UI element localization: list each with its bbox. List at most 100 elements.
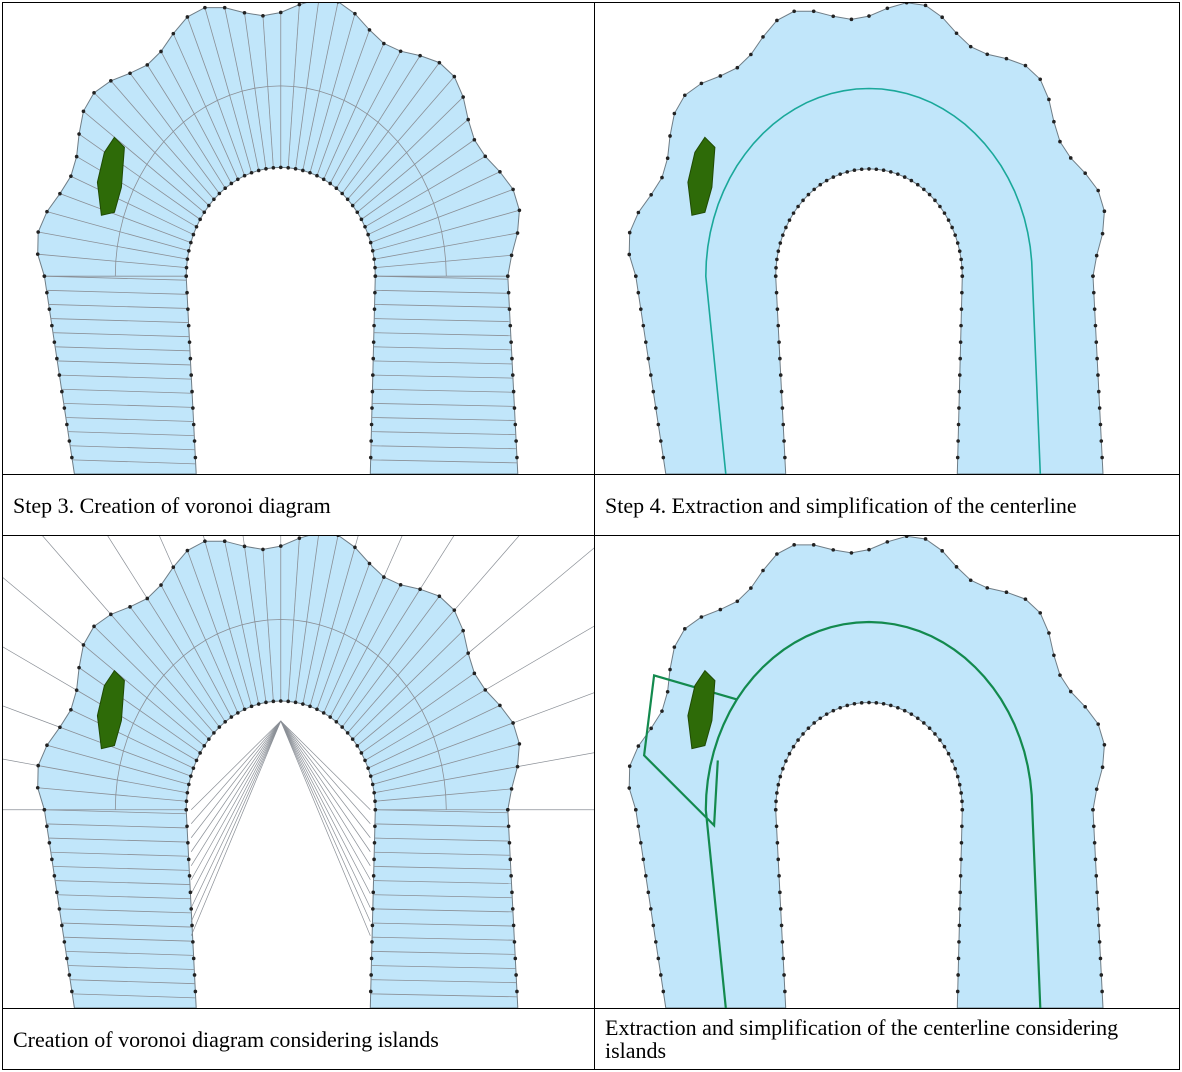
boundary-point xyxy=(662,456,666,460)
boundary-point xyxy=(185,799,189,803)
boundary-point xyxy=(286,166,290,170)
boundary-point xyxy=(60,390,64,394)
boundary-point xyxy=(777,783,781,787)
boundary-point xyxy=(264,701,268,705)
boundary-point xyxy=(370,940,374,944)
boundary-point xyxy=(1099,439,1103,443)
boundary-point xyxy=(203,539,207,543)
boundary-point xyxy=(77,666,81,670)
panel-centerline xyxy=(594,2,1180,476)
boundary-point xyxy=(372,324,376,328)
boundary-point xyxy=(1093,841,1097,845)
boundary-point xyxy=(958,357,962,361)
boundary-point xyxy=(366,233,370,237)
boundary-point xyxy=(642,858,646,862)
boundary-point xyxy=(955,565,959,569)
boundary-point xyxy=(189,907,193,911)
boundary-point xyxy=(371,907,375,911)
boundary-point xyxy=(662,990,666,994)
boundary-point xyxy=(223,720,227,724)
boundary-point xyxy=(340,725,344,729)
voronoi-edge xyxy=(3,536,83,645)
boundary-point xyxy=(812,543,816,547)
boundary-point xyxy=(649,373,653,377)
voronoi-edge xyxy=(281,721,371,936)
boundary-point xyxy=(483,688,487,692)
boundary-point xyxy=(783,456,787,460)
boundary-point xyxy=(886,540,890,544)
boundary-point xyxy=(1069,690,1073,694)
boundary-point xyxy=(368,562,372,566)
river-water xyxy=(38,3,520,474)
boundary-point xyxy=(513,940,517,944)
boundary-point xyxy=(498,170,502,174)
boundary-point xyxy=(853,702,857,706)
boundary-point xyxy=(845,170,849,174)
boundary-point xyxy=(825,712,829,716)
boundary-point xyxy=(777,340,781,344)
boundary-point xyxy=(775,258,779,262)
boundary-point xyxy=(761,569,765,573)
boundary-point xyxy=(781,957,785,961)
boundary-point xyxy=(184,274,188,278)
boundary-point xyxy=(369,990,373,994)
boundary-point xyxy=(36,786,40,790)
boundary-point xyxy=(654,940,658,944)
boundary-point xyxy=(510,357,514,361)
boundary-point xyxy=(1098,940,1102,944)
boundary-point xyxy=(700,82,704,86)
boundary-point xyxy=(194,456,198,460)
boundary-point xyxy=(373,799,377,803)
boundary-point xyxy=(369,973,373,977)
boundary-point xyxy=(896,172,900,176)
boundary-point xyxy=(1099,973,1103,977)
boundary-point xyxy=(70,990,74,994)
boundary-point xyxy=(652,924,656,928)
boundary-point xyxy=(189,891,193,895)
boundary-point xyxy=(781,423,785,427)
boundary-point xyxy=(959,324,963,328)
boundary-point xyxy=(938,738,942,742)
boundary-point xyxy=(461,629,465,633)
boundary-point xyxy=(922,721,926,725)
boundary-point xyxy=(1093,307,1097,311)
boundary-point xyxy=(191,940,195,944)
boundary-point xyxy=(508,324,512,328)
boundary-point xyxy=(192,233,196,237)
boundary-point xyxy=(195,225,199,229)
boundary-point xyxy=(627,253,631,257)
boundary-point xyxy=(187,324,191,328)
boundary-point xyxy=(1005,590,1009,594)
boundary-point xyxy=(956,456,960,460)
boundary-point xyxy=(903,709,907,713)
boundary-point xyxy=(438,594,442,598)
boundary-point xyxy=(264,167,268,171)
boundary-point xyxy=(322,711,326,715)
boundary-point xyxy=(777,249,781,253)
boundary-point xyxy=(659,439,663,443)
boundary-point xyxy=(58,192,62,196)
boundary-point xyxy=(959,258,963,262)
boundary-point xyxy=(628,231,632,235)
boundary-point xyxy=(1096,189,1100,193)
boundary-point xyxy=(353,545,357,549)
boundary-point xyxy=(511,373,515,377)
boundary-point xyxy=(190,390,194,394)
boundary-point xyxy=(466,651,470,655)
boundary-point xyxy=(223,6,227,10)
boundary-point xyxy=(776,858,780,862)
boundary-point xyxy=(1097,924,1101,928)
boundary-point xyxy=(956,973,960,977)
boundary-point xyxy=(372,858,376,862)
boundary-point xyxy=(777,874,781,878)
boundary-point xyxy=(960,824,964,828)
boundary-point xyxy=(186,841,190,845)
voronoi-diagram-image xyxy=(3,3,594,474)
boundary-point xyxy=(399,583,403,587)
boundary-point xyxy=(373,841,377,845)
voronoi-edge xyxy=(3,536,111,614)
boundary-point xyxy=(774,808,778,812)
panel-voronoi-islands xyxy=(2,535,596,1010)
boundary-point xyxy=(109,79,113,83)
boundary-point xyxy=(207,204,211,208)
